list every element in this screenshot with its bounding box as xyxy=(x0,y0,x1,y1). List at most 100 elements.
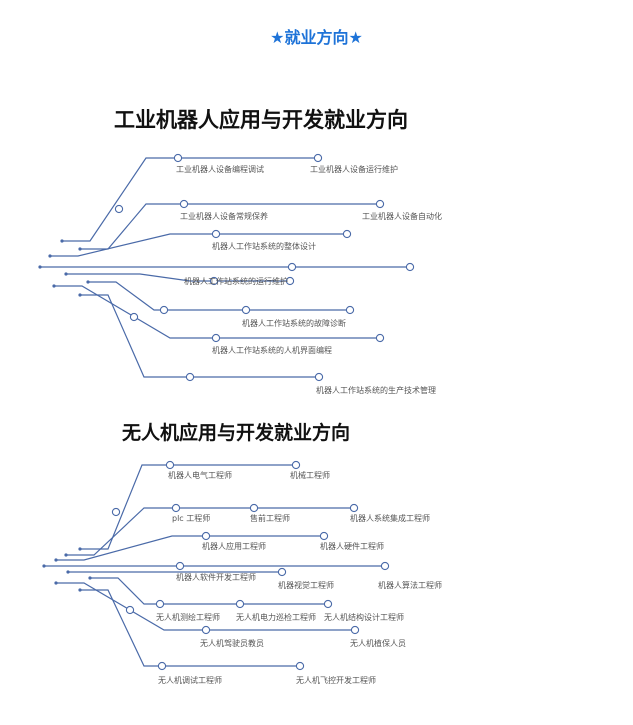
section2-branch-start-dot xyxy=(54,581,58,585)
section2-branch-start-dot xyxy=(78,547,82,551)
section2-career-label: 无人机结构设计工程师 xyxy=(324,612,404,622)
section1-branch-line xyxy=(66,273,290,282)
section-title-industrial-robot: 工业机器人应用与开发就业方向 xyxy=(114,108,408,132)
section1-branch-start-dot xyxy=(64,272,68,276)
section1-branch-node xyxy=(179,199,189,209)
section1-branch-node xyxy=(345,305,355,315)
section1-branch-start-dot xyxy=(78,293,82,297)
section1-career-label: 机器人工作站系统的整体设计 xyxy=(212,241,316,251)
header-title: ★就业方向★ xyxy=(270,28,363,47)
section1-career-label: 机器人工作站系统的故障诊断 xyxy=(242,318,346,328)
section2-branch-node xyxy=(295,661,305,671)
section2-branch-node xyxy=(319,531,329,541)
section1-career-label: 工业机器人设备常规保养 xyxy=(180,211,268,221)
section2-career-label: 无人机飞控开发工程师 xyxy=(296,675,376,685)
section1-career-label: 工业机器人设备编程调试 xyxy=(176,164,264,174)
section1-branch-start-dot xyxy=(60,239,64,243)
section2-branch-line xyxy=(56,582,355,631)
section2-branch-lines xyxy=(44,464,385,667)
section1-branch-node xyxy=(129,312,139,322)
section1-branch-node xyxy=(173,153,183,163)
section2-career-label: 无人机调试工程师 xyxy=(158,675,222,685)
section2-branch-node xyxy=(350,625,360,635)
section1-branch-node xyxy=(287,262,297,272)
section2-branch-line xyxy=(66,507,354,556)
section2-branch-line xyxy=(56,535,324,561)
section2-branch-start-dot xyxy=(42,564,46,568)
section2-career-label: 机械工程师 xyxy=(290,470,330,480)
section-title-drone: 无人机应用与开发就业方向 xyxy=(122,422,351,444)
section2-career-label: 机器人应用工程师 xyxy=(202,541,266,551)
section1-labels: 工业机器人设备编程调试工业机器人设备运行维护工业机器人设备常规保养工业机器人设备… xyxy=(176,164,442,395)
section1-branch-line xyxy=(54,285,380,339)
section1-branch-node xyxy=(314,372,324,382)
section2-branch-node xyxy=(235,599,245,609)
section1-career-label: 机器人工作站系统的生产技术管理 xyxy=(316,385,436,395)
section2-branch-start-dot xyxy=(66,570,70,574)
section2-career-label: 机器视觉工程师 xyxy=(278,580,334,590)
page-header: ★就业方向★ xyxy=(0,24,633,48)
section1-branch-lines xyxy=(40,157,410,378)
section2-branch-node xyxy=(249,503,259,513)
section2-branch-start-dot xyxy=(64,553,68,557)
section1-branch-line xyxy=(88,281,350,311)
section2-branch-node xyxy=(155,599,165,609)
section2-career-label: 无人机电力巡检工程师 xyxy=(236,612,316,622)
section2-branch-node xyxy=(349,503,359,513)
section2-career-label: 机器人软件开发工程师 xyxy=(176,572,256,582)
section2-branch-node xyxy=(165,460,175,470)
section2-branch-node xyxy=(157,661,167,671)
section1-branch-node xyxy=(375,199,385,209)
section1-branch-node xyxy=(375,333,385,343)
section1-branch-node xyxy=(209,276,219,286)
branch-nodes xyxy=(38,153,415,671)
section2-branch-start-dot xyxy=(88,576,92,580)
section2-branch-node xyxy=(171,503,181,513)
section1-career-label: 工业机器人设备运行维护 xyxy=(310,164,398,174)
section2-branch-node xyxy=(201,531,211,541)
section2-branch-node xyxy=(380,561,390,571)
section1-branch-node xyxy=(211,229,221,239)
section1-career-label: 机器人工作站系统的运行维护 xyxy=(184,276,288,286)
section1-branch-start-dot xyxy=(48,254,52,258)
section2-career-label: 无人机测绘工程师 xyxy=(156,612,220,622)
section1-branch-line xyxy=(80,294,319,378)
section2-branch-node xyxy=(291,460,301,470)
section2-career-label: 无人机植保人员 xyxy=(350,638,406,648)
section1-branch-node xyxy=(185,372,195,382)
section2-branch-node xyxy=(175,561,185,571)
section1-branch-node xyxy=(285,276,295,286)
section1-career-label: 机器人工作站系统的人机界面编程 xyxy=(212,345,332,355)
section1-branch-node xyxy=(313,153,323,163)
section2-branch-node xyxy=(201,625,211,635)
section1-branch-start-dot xyxy=(78,247,82,251)
section2-branch-node xyxy=(323,599,333,609)
section1-branch-start-dot xyxy=(38,265,42,269)
section1-branch-line xyxy=(50,233,347,257)
section1-branch-line xyxy=(80,203,380,250)
section2-career-label: plc 工程师 xyxy=(172,513,210,523)
section1-branch-node xyxy=(114,204,124,214)
section1-branch-node xyxy=(405,262,415,272)
section2-career-label: 机器人系统集成工程师 xyxy=(350,513,430,523)
section2-branch-node xyxy=(111,507,121,517)
section2-branch-start-dot xyxy=(78,588,82,592)
section1-branch-line xyxy=(62,157,318,242)
section2-career-label: 机器人算法工程师 xyxy=(378,580,442,590)
section2-branch-line xyxy=(80,464,296,550)
section2-career-label: 无人机驾驶员教员 xyxy=(200,638,264,648)
section2-career-label: 机器人电气工程师 xyxy=(168,470,232,480)
section2-branch-node xyxy=(125,605,135,615)
section1-branch-node xyxy=(342,229,352,239)
section1-branch-node xyxy=(211,333,221,343)
section2-career-label: 售前工程师 xyxy=(250,513,290,523)
section2-branch-line xyxy=(80,589,300,667)
section1-branch-node xyxy=(159,305,169,315)
section1-branch-node xyxy=(241,305,251,315)
section2-branch-start-dot xyxy=(54,558,58,562)
section2-career-label: 机器人硬件工程师 xyxy=(320,541,384,551)
section2-labels: 机器人电气工程师 机械工程师 plc 工程师 售前工程师 机器人系统集成工程师机器人应用… xyxy=(156,470,442,685)
section1-branch-start-dot xyxy=(86,280,90,284)
section2-branch-node xyxy=(277,567,287,577)
